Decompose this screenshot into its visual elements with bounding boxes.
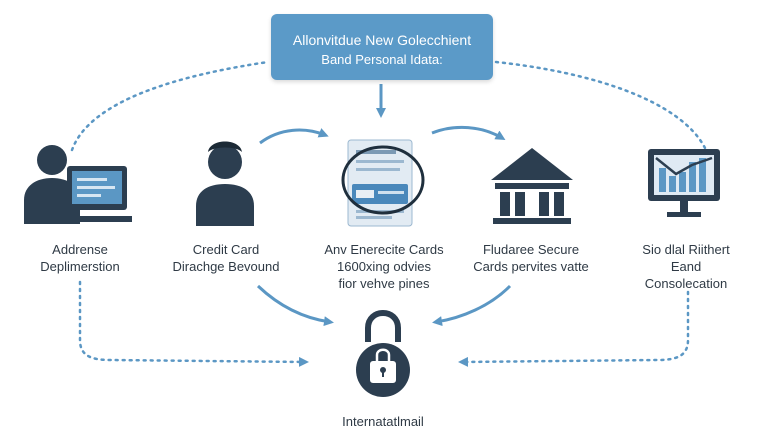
label-line: Credit Card <box>192 242 260 257</box>
label-line: Cards pervites vatte <box>473 259 589 274</box>
dotted-line-bottom-right <box>458 290 690 367</box>
header-title-line1: Allonvitdue New Golecchient <box>292 32 472 48</box>
credit-card-document-icon <box>341 139 425 227</box>
padlock-icon <box>356 310 410 397</box>
header-title-line2: Band Personal Idata: <box>321 52 443 67</box>
dotted-line-bottom-left <box>78 280 309 367</box>
user-at-computer-icon <box>24 145 132 224</box>
arrow-card-to-bank <box>431 125 506 141</box>
person-icon <box>196 141 254 226</box>
arrow-person-to-lock <box>256 284 334 327</box>
label-line: Dirachge Bevound <box>172 259 280 274</box>
dotted-arc-top-right <box>494 60 707 150</box>
monitor-chart-icon <box>648 149 720 217</box>
bank-building-icon <box>491 148 573 224</box>
header-box: Allonvitdue New Golecchient Band Persona… <box>271 14 493 80</box>
label-line: Deplimerstion <box>40 259 120 274</box>
arrow-bank-to-lock <box>432 284 512 327</box>
label-line: fior vehve pines <box>338 276 430 291</box>
label-line: Anv Enerecite Cards <box>324 242 444 257</box>
dotted-arc-top-left <box>70 60 270 152</box>
label-person: Credit Card Dirachge Bevound <box>156 241 296 275</box>
label-line: Addrense <box>52 242 108 257</box>
label-bank: Fludaree Secure Cards pervites vatte <box>456 241 606 275</box>
label-user-computer: Addrense Deplimerstion <box>10 241 150 275</box>
label-line: Fludaree Secure <box>482 242 580 257</box>
arrow-person-to-card <box>259 128 329 145</box>
label-center-lock: Internatatlmail <box>342 414 424 429</box>
label-line: Sio dlal Riithert <box>642 242 730 257</box>
label-line: Consolecation <box>644 276 728 291</box>
label-credit-card: Anv Enerecite Cards 1600xing odvies fior… <box>306 241 462 292</box>
label-line: 1600xing odvies <box>337 259 431 274</box>
label-line: Eand <box>670 259 702 274</box>
label-monitor: Sio dlal Riithert Eand Consolecation <box>616 241 756 292</box>
